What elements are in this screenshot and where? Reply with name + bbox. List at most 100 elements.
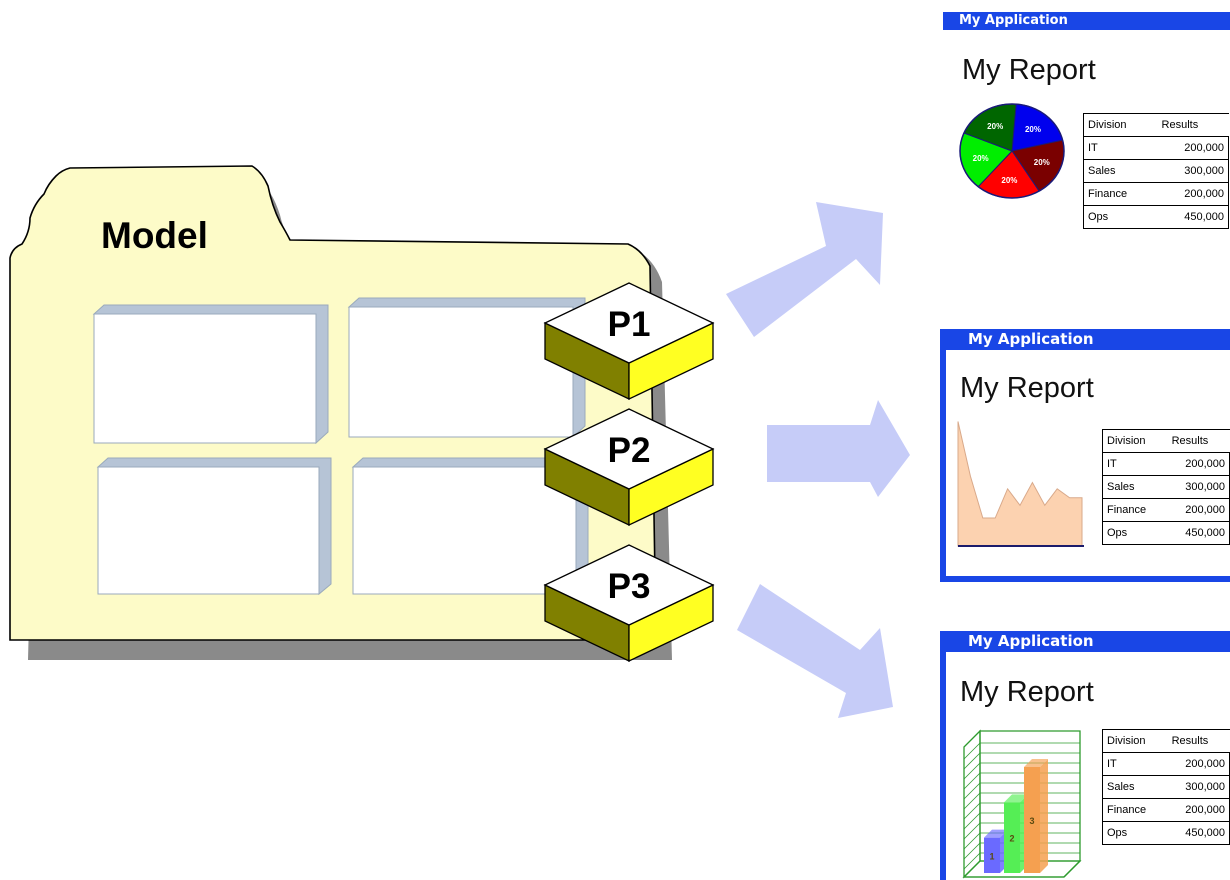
- gridline: [963, 802, 981, 820]
- column-header: Results: [1155, 113, 1229, 137]
- model-panel-1: [92, 304, 329, 445]
- result-cell: 450,000: [1165, 521, 1230, 545]
- result-cell: 450,000: [1155, 205, 1229, 229]
- division-cell: Sales: [1101, 775, 1166, 799]
- division-cell: Ops: [1101, 521, 1166, 545]
- gridline: [963, 812, 981, 830]
- gridline: [963, 792, 981, 810]
- result-cell: 450,000: [1165, 821, 1230, 845]
- arrow-to-report-1: [726, 202, 883, 337]
- model-label: Model: [101, 215, 208, 256]
- area-chart-thumbnail: [957, 421, 1084, 547]
- bar-label: 1: [989, 851, 994, 861]
- result-cell: 200,000: [1165, 752, 1230, 776]
- arrow-to-report-2: [767, 400, 910, 497]
- pie-slice-label: 20%: [1034, 158, 1050, 167]
- publication-cube-p2: P2: [543, 408, 715, 527]
- result-cell: 200,000: [1155, 136, 1229, 160]
- result-cell: 200,000: [1155, 182, 1229, 206]
- result-cell: 300,000: [1165, 775, 1230, 799]
- column-header: Results: [1165, 729, 1230, 753]
- chart-frame: [962, 729, 1082, 879]
- pie-slice-label: 20%: [1025, 125, 1041, 134]
- division-cell: IT: [1082, 136, 1156, 160]
- chart-bars: 1 2 3: [984, 759, 1048, 873]
- division-cell: Ops: [1082, 205, 1156, 229]
- gridline: [963, 742, 981, 760]
- gridline: [963, 852, 981, 870]
- result-cell: 300,000: [1155, 159, 1229, 183]
- result-cell: 200,000: [1165, 798, 1230, 822]
- cube-top-face: [543, 408, 715, 490]
- model-panel-3: [96, 457, 332, 596]
- division-cell: Sales: [1101, 475, 1166, 499]
- report-title: My Report: [960, 372, 1094, 404]
- division-cell: IT: [1101, 752, 1166, 776]
- report-title: My Report: [962, 54, 1096, 86]
- bar-chart-thumbnail: 1 2 3: [962, 729, 1082, 879]
- cube-top-face: [543, 544, 715, 626]
- gridline: [963, 772, 981, 790]
- column-header: Division: [1101, 729, 1166, 753]
- table-header-row: Division Results: [1101, 729, 1230, 753]
- gridline: [963, 752, 981, 770]
- pie-slice-label: 20%: [1001, 176, 1017, 185]
- model-panel-4: [351, 457, 589, 596]
- publication-cube-p1: P1: [543, 282, 715, 401]
- publication-label: P1: [608, 305, 651, 344]
- gridline: [963, 832, 981, 850]
- area-series: [957, 421, 1083, 547]
- pie-slice-label: 20%: [987, 122, 1003, 131]
- model-folder: Model: [9, 165, 672, 660]
- table-header-row: Division Results: [1101, 429, 1230, 453]
- column-header: Results: [1165, 429, 1230, 453]
- pie-slice-label: 20%: [973, 154, 989, 163]
- result-cell: 200,000: [1165, 452, 1230, 476]
- model-panel-2: [347, 297, 586, 439]
- cube-top-face: [543, 282, 715, 364]
- publication-label: P2: [608, 431, 651, 470]
- gridline: [963, 762, 981, 780]
- publication-cube-p3: P3: [543, 544, 715, 663]
- division-cell: Sales: [1082, 159, 1156, 183]
- division-cell: Ops: [1101, 821, 1166, 845]
- report-title: My Report: [960, 676, 1094, 708]
- bar: 3: [1024, 759, 1048, 873]
- result-cell: 200,000: [1165, 498, 1230, 522]
- division-cell: Finance: [1082, 182, 1156, 206]
- bar-label: 2: [1009, 834, 1014, 844]
- pie-outline: [959, 103, 1065, 199]
- division-cell: IT: [1101, 452, 1166, 476]
- gridline: [963, 842, 981, 860]
- division-cell: Finance: [1101, 498, 1166, 522]
- pie-chart-thumbnail: 20% 20% 20% 20% 20%: [959, 103, 1065, 199]
- app-title-bar: My Application: [940, 329, 1230, 350]
- result-cell: 300,000: [1165, 475, 1230, 499]
- column-header: Division: [1101, 429, 1166, 453]
- publication-label: P3: [608, 567, 651, 606]
- app-title-bar: My Application: [943, 12, 1230, 30]
- table-header-row: Division Results: [1082, 113, 1229, 137]
- gridline: [963, 782, 981, 800]
- report-window-2: My Application My Report Division Result…: [940, 329, 1230, 582]
- column-header: Division: [1082, 113, 1156, 137]
- bar-label: 3: [1029, 816, 1034, 826]
